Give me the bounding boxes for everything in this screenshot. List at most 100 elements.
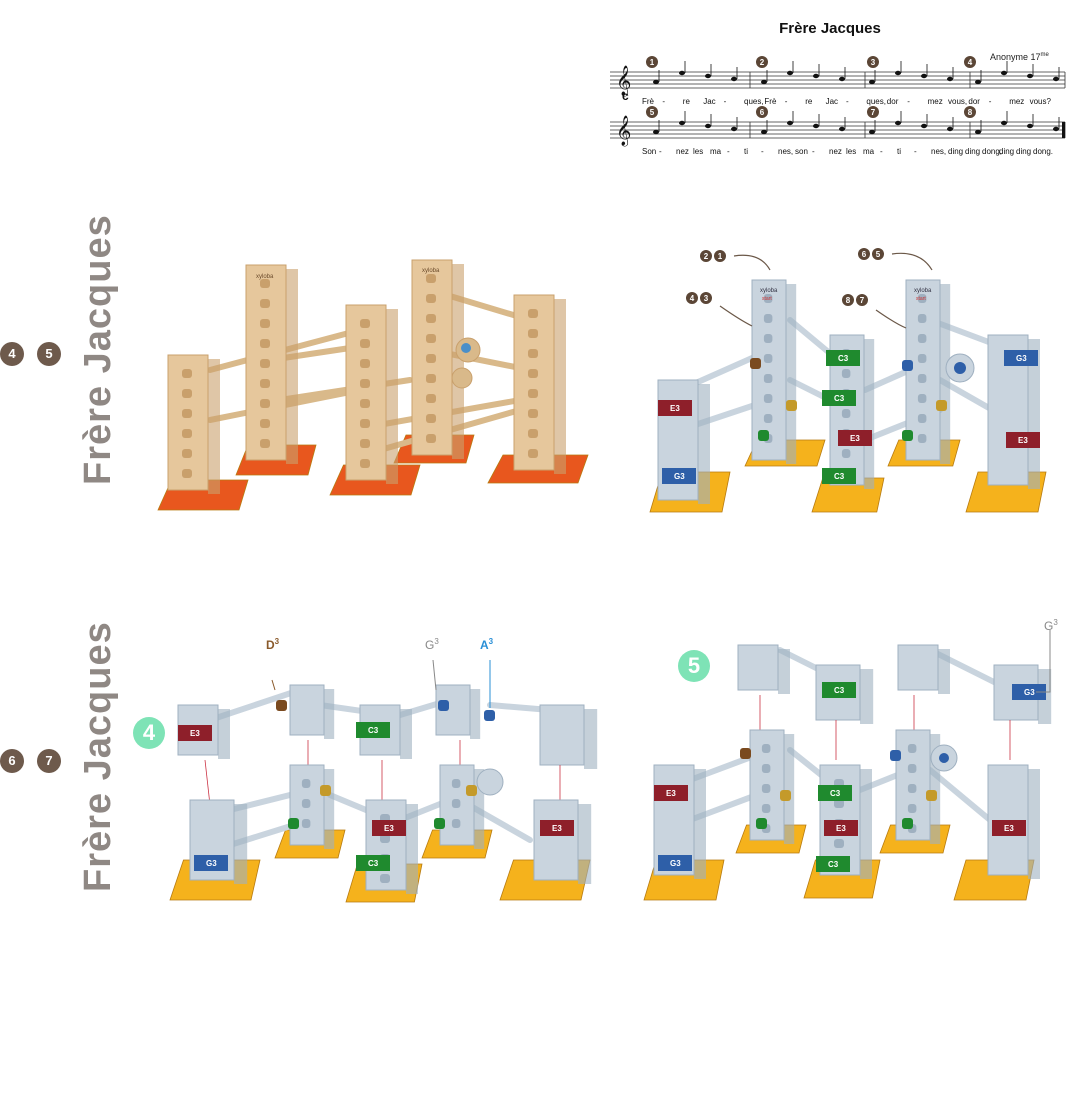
note-head <box>947 76 953 82</box>
wood-tower-4 <box>411 259 464 459</box>
note-head <box>895 70 901 76</box>
tower-side <box>578 804 592 884</box>
note-label-a3: A3 <box>480 637 494 652</box>
tower-side <box>452 264 464 459</box>
clapper-green <box>758 430 769 441</box>
tower-hole <box>917 314 927 323</box>
start-label-2: start <box>916 296 926 302</box>
note-head <box>869 79 875 85</box>
tag-g3-right <box>1004 350 1038 366</box>
measure-number: 8 <box>968 108 973 117</box>
tag-c3-mid <box>822 390 856 406</box>
tower-hole <box>426 274 436 283</box>
tower-hole <box>763 354 773 363</box>
clapper-gold-2 <box>936 400 947 411</box>
tower-hole <box>841 409 851 418</box>
tower-hole <box>834 799 844 808</box>
tower-hole <box>917 354 927 363</box>
s5-lower-4 <box>895 729 941 844</box>
tower-hole <box>260 399 270 408</box>
lyric-syllable: ti <box>897 147 901 156</box>
tower-hole <box>451 799 461 808</box>
tower-hole <box>917 434 927 443</box>
marker-4-3-num: 3 <box>704 294 709 303</box>
note-head <box>1001 120 1007 126</box>
side-title-bottom: Frère Jacques <box>77 621 119 892</box>
tower-hole <box>360 439 370 448</box>
treble-clef: 𝄞 <box>616 65 631 97</box>
page-number-4: 4 <box>0 342 24 366</box>
tag-g3-left-text: G3 <box>674 472 685 481</box>
s5-tag-e3-right-text: E3 <box>1004 824 1014 833</box>
s4-tag-c3-low <box>356 855 390 871</box>
lyric-syllable: mez <box>1009 97 1024 106</box>
tower-body <box>737 644 779 691</box>
wood-tower-2 <box>245 264 298 464</box>
tag-e3-right <box>1006 432 1040 448</box>
tower-hole <box>763 374 773 383</box>
brand-label-3: xyloba <box>760 288 778 294</box>
tower-hole <box>260 339 270 348</box>
s4-lower-3 <box>365 799 418 894</box>
lyric-syllable: ti <box>744 147 748 156</box>
tower-side <box>1028 339 1040 489</box>
tower-side <box>930 734 941 844</box>
measure-number: 1 <box>650 58 655 67</box>
measure-marker <box>964 106 976 118</box>
lyric-syllable: re <box>683 97 691 106</box>
tower-side <box>406 804 418 894</box>
clapper-gold <box>786 400 797 411</box>
note-head <box>705 123 711 129</box>
composer-credit: Anonyme 17me <box>990 52 1049 62</box>
s4-upper-4 <box>435 684 481 739</box>
marker-6-5-dot <box>872 248 884 260</box>
tower-hole <box>907 804 917 813</box>
metal-tower-2 <box>751 279 797 464</box>
tower-hole <box>182 449 192 458</box>
tag-c3-upper-text: C3 <box>838 354 849 363</box>
lyric-syllable: - <box>785 97 788 106</box>
brand-label-4: xyloba <box>914 288 932 294</box>
leader-d3 <box>271 679 276 691</box>
tower-hole <box>360 459 370 468</box>
tag-e3-mid-text: E3 <box>850 434 860 443</box>
tower-side <box>860 669 874 724</box>
note-head <box>1001 70 1007 76</box>
tower-hole <box>260 279 270 288</box>
wood-tower-1 <box>167 354 220 494</box>
brand-label-1: xyloba <box>256 274 274 280</box>
tower-hole <box>528 429 538 438</box>
note-head <box>761 79 767 85</box>
marker-6-5-num: 6 <box>862 250 867 259</box>
tower-hole <box>907 744 917 753</box>
lyric-syllable: Frè <box>642 97 655 106</box>
tag-c3-mid-text: C3 <box>834 394 845 403</box>
tower-hole <box>841 449 851 458</box>
s4-tag-e3-right-text: E3 <box>552 824 562 833</box>
lyric-syllable: dong. <box>1033 147 1053 156</box>
tower-hole <box>380 834 390 843</box>
tower-side <box>286 269 298 464</box>
tower-side <box>386 309 398 484</box>
tower-side <box>698 384 710 504</box>
note-head <box>813 73 819 79</box>
s4-lower-2 <box>289 764 335 849</box>
arrow-to-tower-4 <box>891 252 933 271</box>
note-head <box>731 126 737 132</box>
s5-tag-c3-low <box>816 856 850 872</box>
tower-hole <box>426 394 436 403</box>
s5-clapper-brown <box>740 748 751 759</box>
s5-clapper-blue <box>890 750 901 761</box>
s5-upper-1 <box>737 644 790 694</box>
s4-tag-g3-low <box>194 855 228 871</box>
s5-tag-c3-top-text: C3 <box>834 686 845 695</box>
measure-marker <box>646 106 658 118</box>
tower-body <box>897 644 939 691</box>
tower-hole <box>182 369 192 378</box>
s5-clapper-green <box>756 818 767 829</box>
metal-wheel-hub <box>954 362 966 374</box>
marker-2-1-dot <box>700 250 712 262</box>
tower-hole <box>301 779 311 788</box>
metal-tower-1 <box>657 379 710 504</box>
